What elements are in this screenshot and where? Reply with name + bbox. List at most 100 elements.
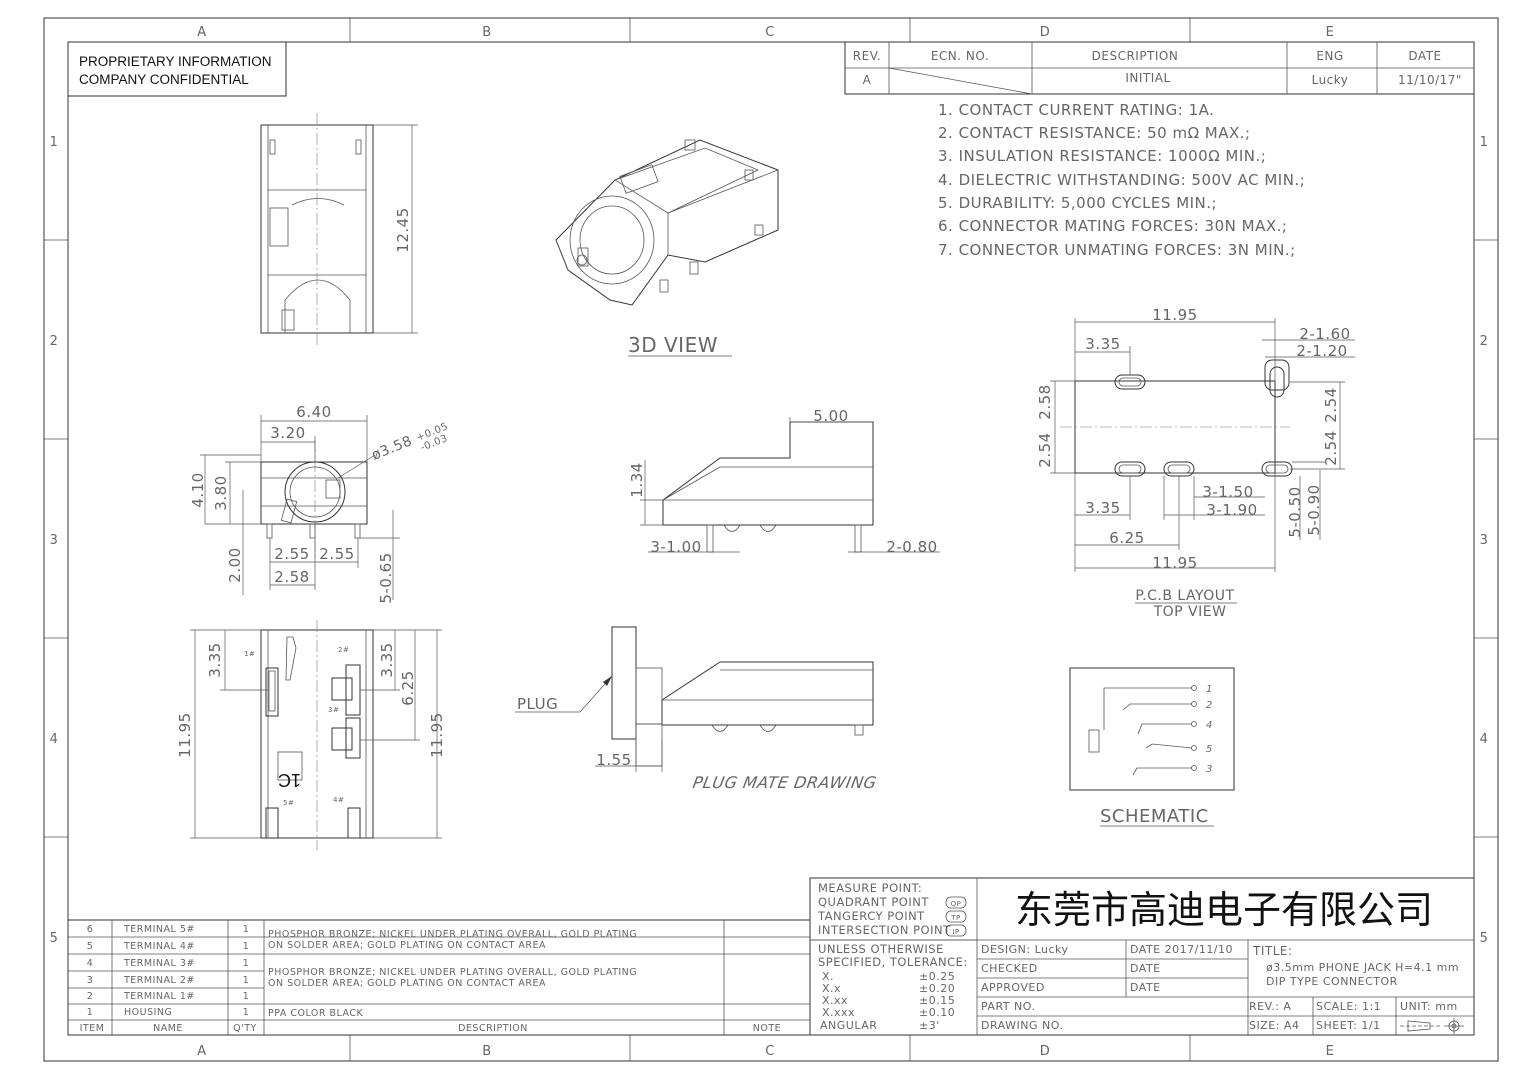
measure-tangency: TANGERCY POINT	[817, 909, 925, 923]
bom-qty: 1	[243, 991, 250, 1002]
pcb-dim-slot-160: 2-1.60	[1299, 325, 1350, 343]
note-3: 3. INSULATION RESISTANCE: 1000Ω MIN.;	[938, 147, 1266, 165]
zone-row-3-right: 3	[1480, 533, 1489, 548]
revision-table: REV. ECN. NO. DESCRIPTION ENG DATE A INI…	[844, 41, 1475, 95]
bom-header-name: NAME	[153, 1023, 183, 1034]
zone-row-2-right: 2	[1480, 334, 1489, 349]
label-pcb-layout: P.C.B LAYOUT	[1135, 588, 1234, 604]
schematic-pin-1: 1	[1206, 684, 1213, 695]
dim-side-pin080: 2-0.80	[886, 538, 937, 556]
tolerance-line2: SPECIFIED, TOLERANCE:	[818, 955, 968, 969]
zone-row-1-right: 1	[1480, 135, 1489, 150]
bottom-dim-1195-right: 11.95	[428, 712, 446, 757]
bom-qty: 1	[243, 975, 250, 986]
pcb-dim-090: 5-0.90	[1305, 484, 1323, 535]
pcb-dim-width-bottom: 11.95	[1152, 554, 1197, 572]
zone-row-3: 3	[50, 533, 59, 548]
zone-row-1: 1	[50, 135, 59, 150]
zone-row-4-right: 4	[1480, 732, 1489, 747]
schematic-pin-4: 4	[1206, 720, 1213, 731]
title-line2: DIP TYPE CONNECTOR	[1266, 975, 1398, 988]
bom-qty: 1	[243, 924, 250, 935]
bom-item: 2	[87, 991, 94, 1002]
bom-header-description: DESCRIPTION	[458, 1023, 528, 1034]
bom-row: 1 HOUSING 1	[87, 1007, 249, 1018]
zone-col-e-bottom: E	[1326, 1044, 1335, 1059]
bom-desc-terminals-123-line1: PHOSPHOR BRONZE; NICKEL UNDER PLATING OV…	[268, 967, 637, 978]
bottom-pin-1-label: 1#	[244, 650, 255, 658]
front-view: 6.40 3.20 ø3.58 +0.05 -0.03 4.10 3.80 2.…	[189, 403, 450, 604]
bottom-dim-1195-left: 11.95	[176, 712, 194, 757]
bom-name: TERMINAL 1#	[123, 991, 195, 1002]
bom-item: 4	[87, 958, 94, 969]
dim-side-pin100: 3-1.00	[650, 538, 701, 556]
design-date: DATE 2017/11/10	[1130, 943, 1233, 956]
bottom-dim-625: 6.25	[399, 670, 417, 705]
dim-side-width: 5.00	[813, 407, 848, 425]
eng-value: Lucky	[1312, 73, 1349, 87]
pcb-dim-pad-190: 3-1.90	[1206, 501, 1257, 519]
proprietary-line2: COMPANY CONFIDENTIAL	[79, 72, 249, 87]
measure-tp-tag: TP	[950, 914, 961, 922]
bom-name: TERMINAL 5#	[123, 924, 195, 935]
sheet-label: SHEET: 1/1	[1316, 1019, 1381, 1032]
bom-header-qty: Q'TY	[233, 1023, 257, 1034]
bom-item: 1	[87, 1007, 94, 1018]
tolerance-val-5: ±3'	[919, 1019, 940, 1032]
zone-col-e: E	[1326, 25, 1335, 40]
title-line1: ø3.5mm PHONE JACK H=4.1 mm	[1266, 961, 1459, 974]
title-block: MEASURE POINT: QUADRANT POINT TANGERCY P…	[809, 877, 1475, 1036]
bom-row: 4 TERMINAL 3# 1	[87, 958, 250, 969]
tolerance-val-1: ±0.25	[919, 970, 955, 983]
zone-row-4: 4	[50, 732, 59, 747]
unit-label: UNIT: mm	[1400, 1000, 1458, 1013]
ecn-header: ECN. NO.	[931, 49, 989, 63]
checked-date: DATE	[1130, 962, 1161, 975]
bom-name: HOUSING	[124, 1007, 172, 1018]
dim-front-h410: 4.10	[189, 472, 207, 507]
dim-front-h200: 2.00	[226, 547, 244, 582]
bottom-view: 1C 1# 2# 3# 4# 5# 11.95 3.35 11.95 3.35 …	[176, 620, 446, 850]
tolerance-val-3: ±0.15	[919, 994, 955, 1007]
bottom-pin-2-label: 2#	[338, 646, 349, 654]
bom-qty: 1	[243, 958, 250, 969]
pcb-dim-625: 6.25	[1109, 529, 1144, 547]
title-label: TITLE:	[1252, 944, 1293, 958]
tolerance-key-4: X.xxx	[822, 1006, 855, 1019]
proprietary-box: PROPRIETARY INFORMATION COMPANY CONFIDEN…	[67, 41, 287, 97]
company-name: 东莞市高迪电子有限公司	[1015, 890, 1433, 932]
schematic-pin-3: 3	[1206, 764, 1213, 775]
zone-col-b: B	[482, 25, 491, 40]
bom-desc-housing: PPA COLOR BLACK	[268, 1008, 364, 1019]
plug-label: PLUG	[517, 695, 558, 713]
zone-col-b-bottom: B	[482, 1044, 491, 1059]
label-top-view: TOP VIEW	[1153, 604, 1227, 620]
note-4: 4. DIELECTRIC WITHSTANDING: 500V AC MIN.…	[938, 171, 1305, 189]
rev-header: REV.	[853, 49, 881, 63]
bom-header-item: ITEM	[80, 1023, 105, 1034]
spec-notes: 1. CONTACT CURRENT RATING: 1A. 2. CONTAC…	[938, 101, 1305, 259]
measure-point-title: MEASURE POINT:	[818, 881, 922, 895]
zone-row-5: 5	[50, 931, 59, 946]
proprietary-line1: PROPRIETARY INFORMATION	[79, 54, 272, 69]
schematic-pin-5: 5	[1206, 744, 1213, 755]
dim-top-height: 12.45	[394, 207, 412, 252]
bom-item: 5	[87, 941, 94, 952]
zone-col-a-bottom: A	[197, 1044, 206, 1059]
dim-side-h134: 1.34	[628, 462, 646, 497]
size-label: SIZE: A4	[1249, 1019, 1299, 1032]
date-header: DATE	[1408, 49, 1441, 63]
note-1: 1. CONTACT CURRENT RATING: 1A.	[938, 101, 1214, 119]
dim-front-pitch-b: 2.55	[319, 545, 354, 563]
zone-col-d-bottom: D	[1040, 1044, 1051, 1059]
label-plug-mate-drawing: PLUG MATE DRAWING	[691, 773, 878, 792]
dim-front-half-width: 3.20	[270, 424, 305, 442]
measure-qp-tag: QP	[951, 900, 962, 908]
tolerance-key-1: X.	[822, 970, 834, 983]
schematic: 1 2 4 5 3 SCHEMATIC	[1069, 667, 1235, 827]
pcb-dim-050: 5-0.50	[1286, 486, 1304, 537]
pcb-dim-254-right-top: 2.54	[1322, 387, 1340, 422]
approved-label: APPROVED	[981, 981, 1045, 994]
approved-date: DATE	[1130, 981, 1161, 994]
